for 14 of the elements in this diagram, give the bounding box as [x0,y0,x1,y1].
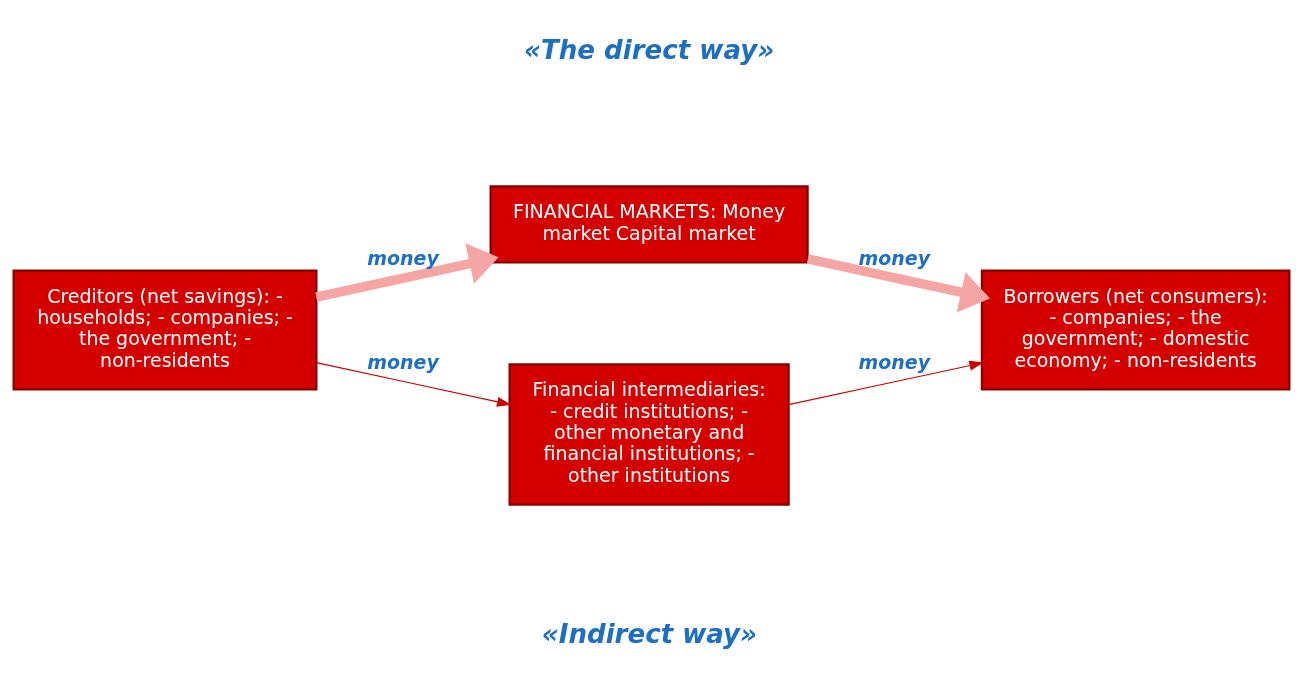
label: «Indirect way» [541,618,758,649]
edge-label: money [367,350,439,373]
node-box: Financial intermediaries: - credit institutions; - other monetary and financial institutions; - other institutions [508,362,790,506]
node-box: Borrowers (net consumers): - companies; - the government; - domestic economy; - non-residents [980,269,1291,391]
edge-label: money [858,350,931,373]
label: «The direct way» [523,34,775,65]
edge-label: money [367,246,439,269]
arrow [315,361,512,407]
edge-label: money [858,246,931,269]
arrow [315,242,499,302]
node-box: Creditors (net savings): - households; - companies; - the government; - non-residents [12,269,318,391]
node-box: FINANCIAL MARKETS: Money market Capital market [489,184,809,264]
arrow [806,253,991,313]
arrow [788,360,984,405]
